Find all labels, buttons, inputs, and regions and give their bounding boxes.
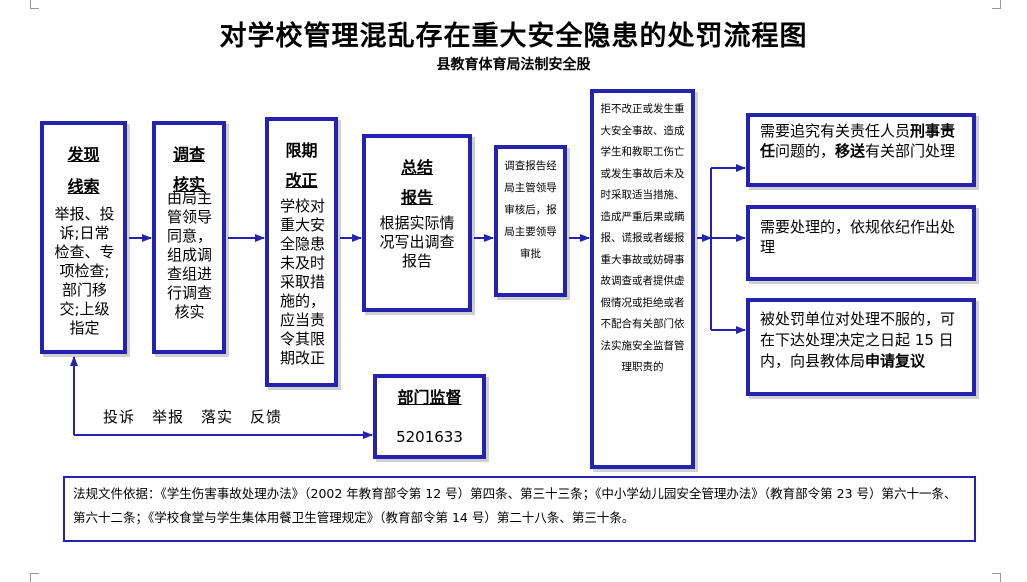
condition-box: 拒不改正或发生重大安全事故、造成学生和教职工伤亡或发生事故后未及时采取适当措施、… xyxy=(590,89,695,469)
feedback-implement: 落实 xyxy=(201,408,234,426)
outcome-text-post: 有关部门处理 xyxy=(865,142,956,160)
legal-basis-text: 法规文件依据：《学生伤害事故处理办法》（2002 年教育部令第 12 号）第四条… xyxy=(73,486,957,525)
outcome-text-bold2: 移送 xyxy=(835,142,866,160)
step-label-line1: 发现 xyxy=(67,145,100,164)
corner-mark-bl xyxy=(30,573,39,582)
page-title: 对学校管理混乱存在重大安全隐患的处罚流程图 xyxy=(219,21,808,52)
page-subtitle: 县教育体育局法制安全股 xyxy=(436,57,591,73)
approval-box: 调查报告经局主管领导审核后，报局主要领导审批 xyxy=(494,145,567,297)
condition-text: 拒不改正或发生重大安全事故、造成学生和教职工伤亡或发生事故后未及时采取适当措施、… xyxy=(600,103,685,373)
step-label-line1: 限期 xyxy=(285,141,318,160)
step-label-line1: 调查 xyxy=(172,145,205,164)
step-label-line2: 改正 xyxy=(285,171,318,190)
outcome-text: 需要追究有关责任人员刑事责任问题的，移送有关部门处理 xyxy=(760,121,964,161)
outcome-text-mid: 问题的， xyxy=(775,142,836,160)
step-text: 由局主管领导同意，组成调查组进行调查核实 xyxy=(166,189,212,321)
corner-mark-br xyxy=(992,573,1001,582)
outcome-text-bold: 申请复议 xyxy=(865,352,926,370)
outcome-discipline: 需要处理的，依规依纪作出处理 xyxy=(746,205,976,281)
feedback-feedback: 反馈 xyxy=(250,408,283,426)
step-text: 学校对重大安全隐患未及时采取措施的，应当责令其限期改正 xyxy=(279,197,325,367)
approval-text: 调查报告经局主管领导审核后，报局主要领导审批 xyxy=(504,160,557,260)
supervision-phone: 5201633 xyxy=(396,428,463,446)
step-discover-clues: 发现 线索 举报、投诉;日常检查、专项检查;部门移交;上级指定 xyxy=(40,121,127,354)
outcome-text-pre: 需要追究有关责任人员 xyxy=(760,122,911,140)
outcome-criminal: 需要追究有关责任人员刑事责任问题的，移送有关部门处理 xyxy=(746,113,976,187)
supervision-box: 部门监督 5201633 xyxy=(373,374,486,459)
legal-basis-box: 法规文件依据：《学生伤害事故处理办法》（2002 年教育部令第 12 号）第四条… xyxy=(63,476,976,542)
step-label-line2: 报告 xyxy=(400,188,433,207)
step-label-line2: 核实 xyxy=(172,175,205,194)
feedback-complaint: 投诉 xyxy=(103,408,136,426)
step-text: 根据实际情况写出调查报告 xyxy=(379,214,455,270)
step-label-line2: 线索 xyxy=(67,177,100,196)
corner-mark-tr xyxy=(992,0,1001,9)
corner-mark-tl xyxy=(30,0,39,9)
step-label-line1: 总结 xyxy=(400,158,433,177)
step-investigate: 调查 核实 由局主管领导同意，组成调查组进行调查核实 xyxy=(152,121,226,354)
supervision-label: 部门监督 xyxy=(397,388,462,407)
outcome-text-pre: 被处罚单位对处理不服的，可在下达处理决定之日起 15 日内，向县教体局 xyxy=(760,310,956,370)
feedback-report: 举报 xyxy=(152,408,185,426)
step-correct-deadline: 限期 改正 学校对重大安全隐患未及时采取措施的，应当责令其限期改正 xyxy=(265,117,338,387)
outcome-review: 被处罚单位对处理不服的，可在下达处理决定之日起 15 日内，向县教体局申请复议 xyxy=(746,298,976,396)
outcome-text-bold: 刑事责任 xyxy=(760,122,956,160)
step-text: 举报、投诉;日常检查、专项检查;部门移交;上级指定 xyxy=(54,205,115,337)
outcome-text: 需要处理的，依规依纪作出处理 xyxy=(760,218,956,256)
step-summary-report: 总结 报告 根据实际情况写出调查报告 xyxy=(362,134,472,312)
outcome-text: 被处罚单位对处理不服的，可在下达处理决定之日起 15 日内，向县教体局申请复议 xyxy=(760,309,964,372)
